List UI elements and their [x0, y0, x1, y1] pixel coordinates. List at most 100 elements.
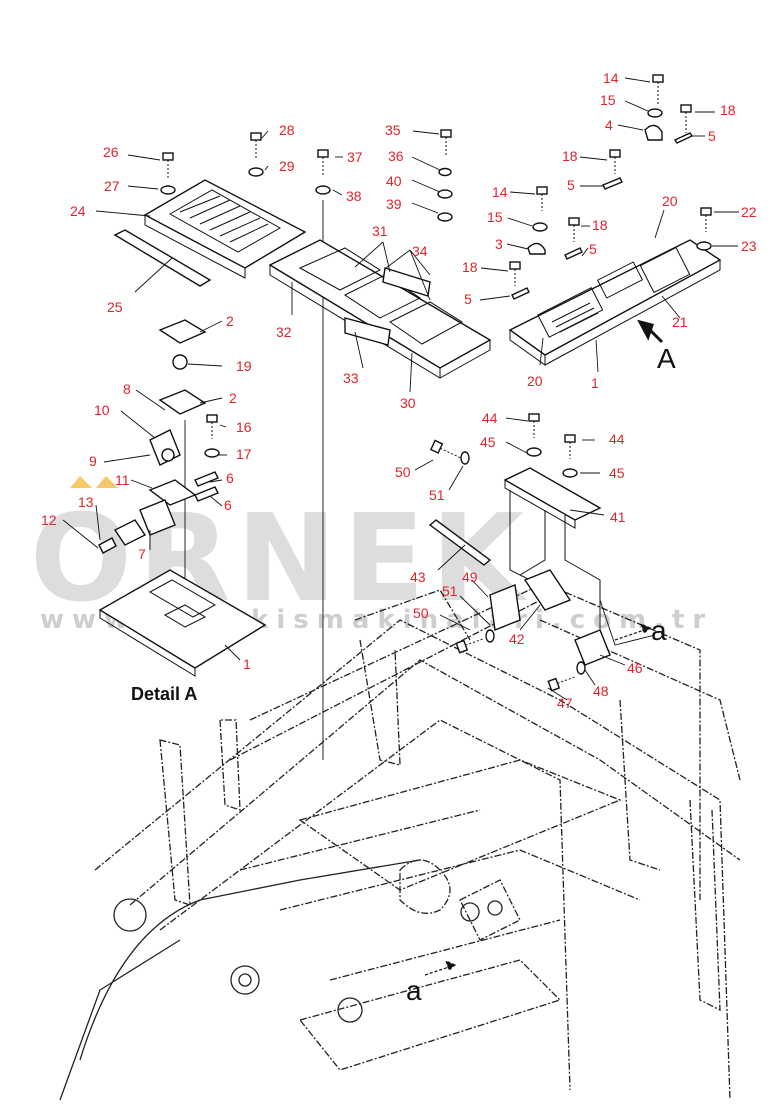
bolt-icon [609, 149, 621, 174]
callout-label: 44 [609, 431, 625, 447]
callout-label: 32 [276, 324, 292, 340]
callout-label: 5 [567, 177, 575, 193]
arrow-a-icon [614, 622, 652, 641]
callout-label: 41 [610, 509, 626, 525]
callouts: 14 15 18 4 5 18 5 20 14 15 18 3 5 22 23 … [41, 70, 757, 711]
callout-label: 5 [589, 241, 597, 257]
washer-icon [647, 108, 663, 118]
washer-icon [315, 185, 331, 195]
callout-label: 51 [442, 583, 458, 599]
callout-label: 21 [672, 314, 688, 330]
callout-label: 3 [495, 236, 503, 252]
callout-label: 18 [562, 148, 578, 164]
bolt-icon [547, 676, 575, 692]
bolt-icon [206, 414, 218, 439]
callout-label: 25 [107, 299, 123, 315]
callout-label: 27 [104, 178, 120, 194]
bolt-icon [564, 434, 576, 459]
bolt-icon [317, 149, 329, 176]
leader-lines [62, 77, 739, 701]
callout-label: 14 [492, 184, 508, 200]
callout-label: 18 [592, 217, 608, 233]
nut-icon [527, 242, 546, 255]
callout-label: 47 [557, 695, 573, 711]
callout-label: 9 [89, 453, 97, 469]
callout-label: 20 [662, 193, 678, 209]
bolt-icon [652, 74, 664, 105]
washer-icon [485, 629, 495, 643]
callout-label: 23 [741, 238, 757, 254]
callout-label: 43 [410, 569, 426, 585]
bolt-icon [700, 207, 712, 232]
bolt-icon [250, 132, 262, 159]
callout-label: 29 [279, 158, 295, 174]
washer-icon [437, 212, 453, 222]
callout-label: 36 [388, 148, 404, 164]
callout-label: 11 [115, 472, 130, 488]
callout-label: 33 [343, 370, 359, 386]
callout-label: 22 [741, 204, 757, 220]
callout-label: 46 [627, 660, 643, 676]
bracket-assembly [428, 467, 611, 666]
callout-label: 35 [385, 122, 401, 138]
washer-icon [696, 241, 712, 251]
washer-icon [248, 167, 264, 177]
washer-icon [460, 451, 470, 465]
callout-label: 30 [400, 395, 416, 411]
callout-label: 39 [386, 196, 402, 212]
bolts [160, 74, 712, 692]
callout-label: 1 [591, 375, 599, 391]
view-letter-a: A [657, 343, 676, 374]
watermark-chevron-icon [70, 476, 118, 488]
washer-icon [204, 448, 220, 458]
callout-label: 8 [123, 381, 131, 397]
callout-label: 15 [600, 92, 616, 108]
floor-plate-detail [98, 569, 267, 677]
view-letter-a-lower: a [406, 975, 422, 1006]
callout-label: 51 [429, 487, 445, 503]
callout-label: 7 [138, 546, 146, 562]
floor-plate-center [268, 239, 492, 379]
callout-label: 37 [347, 149, 363, 165]
callout-label: 45 [609, 465, 625, 481]
bolt-icon [455, 638, 483, 654]
callout-label: 16 [236, 419, 252, 435]
step-plate-left [113, 179, 307, 287]
view-letter-a-lower: a [651, 615, 667, 646]
callout-label: 18 [720, 102, 736, 118]
nut-icon [644, 124, 663, 141]
callout-label: 14 [603, 70, 619, 86]
callout-label: 17 [236, 446, 252, 462]
callout-label: 28 [279, 122, 295, 138]
callout-label: 18 [462, 259, 478, 275]
washer-icon [437, 189, 453, 199]
callout-label: 49 [462, 569, 478, 585]
callout-label: 34 [412, 243, 428, 259]
callout-label: 10 [94, 402, 110, 418]
callout-label: 45 [480, 434, 496, 450]
callout-label: 2 [226, 313, 234, 329]
callout-label: 5 [708, 128, 716, 144]
callout-label: 31 [372, 223, 388, 239]
callout-label: 2 [229, 390, 237, 406]
washer-icon [160, 185, 176, 195]
washer-icon [576, 661, 586, 675]
washer-icon [438, 167, 452, 177]
callout-label: 26 [103, 144, 119, 160]
arrow-a-icon [424, 959, 457, 976]
callout-label: 15 [487, 209, 503, 225]
bolt-icon [509, 261, 521, 286]
callout-label: 19 [236, 358, 252, 374]
callout-label: 6 [224, 497, 232, 513]
callout-label: 20 [527, 373, 543, 389]
bolt-icon [440, 129, 452, 156]
callout-label: 44 [482, 410, 498, 426]
callout-label: 24 [70, 203, 86, 219]
view-arrow-icon [637, 319, 664, 344]
bolt-icon [429, 439, 461, 459]
bolt-icon [680, 104, 692, 133]
bolt-icon [528, 413, 540, 438]
callout-label: 38 [346, 188, 362, 204]
callout-label: 1 [243, 656, 251, 672]
